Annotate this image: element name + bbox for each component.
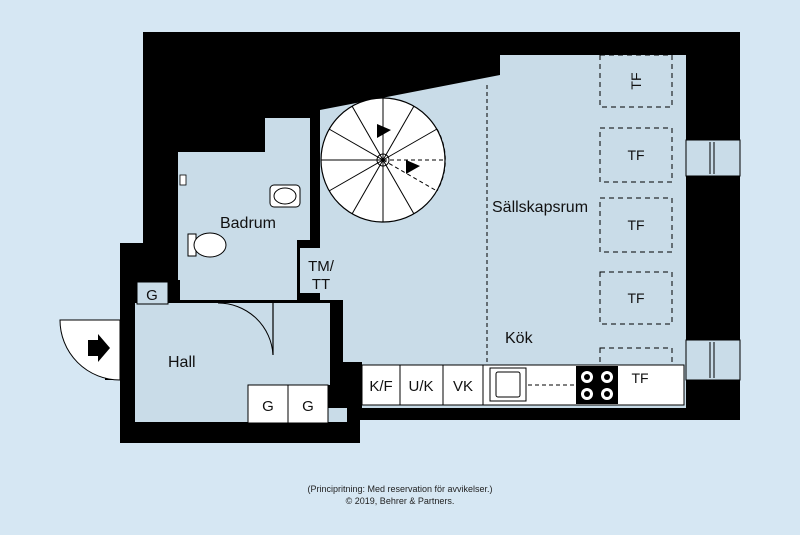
g-label-bottom-left: G <box>262 398 274 415</box>
uk-label: U/K <box>408 378 433 395</box>
kitchen-counter <box>361 364 685 406</box>
tf-box <box>599 347 673 401</box>
room-label-sallskapsrum: Sällskapsrum <box>492 199 588 216</box>
tf-label: TF <box>627 217 644 233</box>
tf-label: TF <box>627 147 644 163</box>
tap-icon <box>179 174 187 186</box>
tf-boxes <box>599 54 673 401</box>
room-label-kok: Kök <box>505 330 534 347</box>
hall-wardrobes <box>247 384 329 424</box>
stove-icon <box>576 366 618 404</box>
hall-door-icon <box>217 302 274 356</box>
tf-box <box>599 197 673 253</box>
kf-label: K/F <box>369 378 392 395</box>
tm-label: TM/ <box>308 258 335 275</box>
window <box>685 339 741 381</box>
tf-box <box>599 54 673 108</box>
room-label-hall: Hall <box>168 354 196 371</box>
tf-label: TF <box>628 72 644 89</box>
room-label-badrum: Badrum <box>220 215 276 232</box>
tt-label: TT <box>312 276 330 293</box>
g-label-top: G <box>146 287 158 304</box>
kitchen-sink-icon <box>489 367 527 402</box>
entrance-door-icon <box>59 319 121 381</box>
tf-box <box>599 127 673 183</box>
g-label-bottom-right: G <box>302 398 314 415</box>
caption: (Principritning: Med reservation för avv… <box>0 483 800 507</box>
window <box>685 139 741 177</box>
toilet-icon <box>187 232 227 258</box>
caption-disclaimer: (Principritning: Med reservation för avv… <box>307 484 493 494</box>
caption-copyright: © 2019, Behrer & Partners. <box>345 496 455 506</box>
sink-icon <box>269 184 301 208</box>
vk-label: VK <box>453 378 473 395</box>
tf-label: TF <box>627 290 644 306</box>
bathroom-fixtures <box>179 174 301 258</box>
spiral-staircase-icon <box>320 97 446 223</box>
tf-box <box>599 271 673 325</box>
tf-label: TF <box>631 370 648 386</box>
windows <box>685 139 741 381</box>
